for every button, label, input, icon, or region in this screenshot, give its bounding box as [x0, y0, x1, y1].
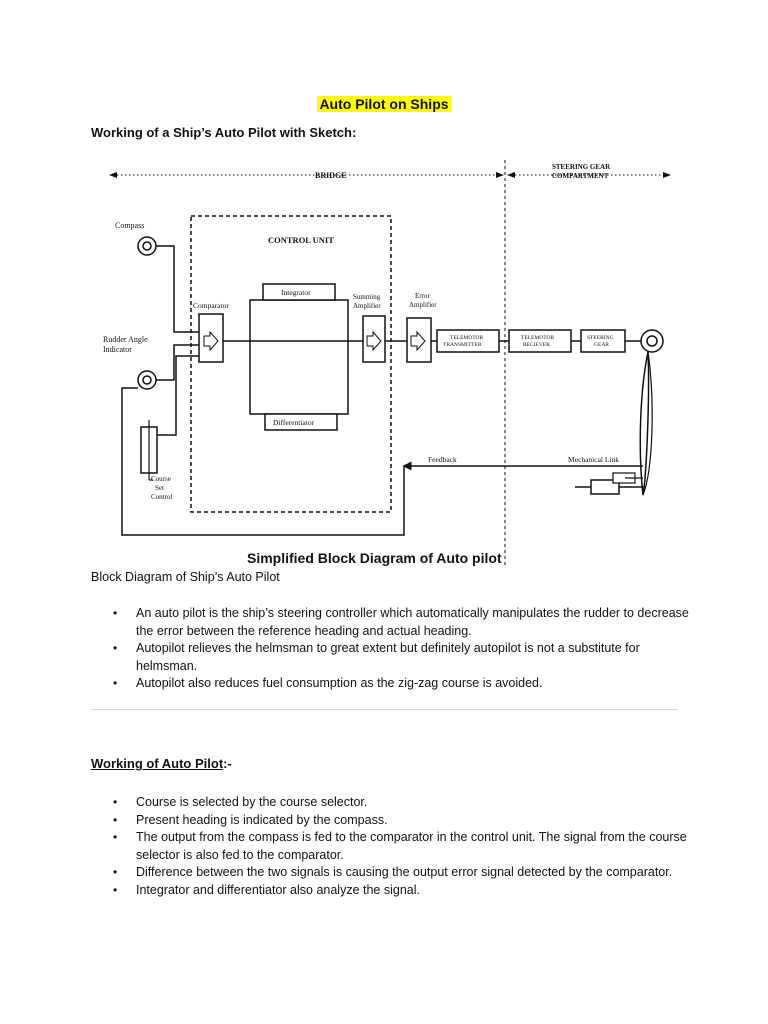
differentiator-block — [264, 413, 338, 431]
autopilot-block-diagram: BRIDGE STEERING GEAR COMPARTMENT CONTROL… — [103, 160, 671, 568]
working-section-heading: Working of Auto Pilot:- — [91, 756, 232, 771]
telemotor-receiver-label-2: RECIEVER — [523, 342, 550, 348]
working-bullet-4: Difference between the two signals is ca… — [91, 864, 691, 882]
telemotor-receiver-block — [508, 329, 572, 353]
error-amplifier-label-1: Error — [415, 292, 430, 300]
comparator-label: Comparator — [193, 301, 229, 310]
integrator-label: Integrator — [281, 288, 311, 297]
section-divider — [91, 709, 678, 710]
page-title-text: Auto Pilot on Ships — [317, 96, 451, 112]
telemotor-transmitter-label-1: TELEMOTOR — [450, 335, 484, 341]
bridge-label: BRIDGE — [315, 171, 347, 180]
error-amplifier-label-2: Amplifier — [409, 301, 437, 309]
intro-bullet-3: Autopilot also reduces fuel consumption … — [91, 675, 691, 693]
rudder-symbol — [639, 351, 653, 496]
page-title: Auto Pilot on Ships — [0, 94, 768, 114]
intro-bullet-list: An auto pilot is the ship’s steering con… — [91, 605, 691, 693]
mechanical-link-symbol — [575, 472, 645, 495]
steering-gear-label: STEERING GEAR — [552, 163, 611, 171]
intro-bullet-1: An auto pilot is the ship’s steering con… — [91, 605, 691, 640]
error-amplifier-block — [406, 317, 432, 363]
rudder-angle-indicator-symbol — [137, 370, 157, 390]
steering-compartment-dimension-line — [507, 172, 671, 178]
summing-amplifier-block — [362, 315, 386, 363]
working-bullet-1: Course is selected by the course selecto… — [91, 794, 691, 812]
course-set-control-symbol — [140, 420, 158, 481]
steering-gear-block — [580, 329, 626, 353]
parallel-paths — [249, 299, 349, 415]
compass-symbol — [137, 236, 157, 256]
comparator-block — [198, 313, 224, 363]
steering-gear-box-label-1: STEERING — [587, 335, 614, 341]
rudder-stock-symbol — [640, 329, 664, 353]
diagram-caption: Block Diagram of Ship’s Auto Pilot — [91, 570, 280, 584]
course-set-label-2: Set — [155, 484, 164, 492]
working-bullet-5: Integrator and differentiator also analy… — [91, 882, 691, 900]
integrator-block — [262, 283, 336, 301]
control-unit-label: CONTROL UNIT — [268, 235, 334, 245]
mechanical-link-label: Mechanical Link — [568, 455, 619, 464]
summing-amplifier-label-1: Summing — [353, 293, 381, 301]
compass-label: Compass — [115, 221, 144, 230]
telemotor-transmitter-label-2: TRANSMITTER — [443, 342, 482, 348]
feedback-label: Feedback — [428, 455, 457, 464]
input-connections — [156, 245, 199, 436]
telemotor-receiver-label-1: TELEMOTOR — [521, 335, 555, 341]
rudder-angle-label-2: Indicator — [103, 345, 132, 354]
working-bullet-list: Course is selected by the course selecto… — [91, 794, 691, 899]
course-set-label-1: Course — [151, 475, 171, 483]
bridge-dimension-line — [109, 172, 504, 178]
working-bullet-3: The output from the compass is fed to th… — [91, 829, 691, 864]
working-heading-suffix: :- — [223, 756, 232, 771]
compartment-label: COMPARTMENT — [552, 172, 609, 180]
feedback-line — [121, 387, 643, 536]
working-heading-text: Working of Auto Pilot — [91, 756, 224, 771]
summing-amplifier-label-2: Amplifier — [353, 302, 381, 310]
steering-gear-box-label-2: GEAR — [594, 342, 609, 348]
diagram-title: Simplified Block Diagram of Auto pilot — [247, 550, 502, 566]
sketch-subheading: Working of a Ship’s Auto Pilot with Sket… — [91, 125, 357, 140]
differentiator-label: Differentiator — [273, 418, 315, 427]
working-bullet-2: Present heading is indicated by the comp… — [91, 812, 691, 830]
control-unit-box — [190, 215, 392, 513]
telemotor-transmitter-block — [436, 329, 500, 353]
course-set-label-3: Control — [151, 493, 172, 501]
rudder-angle-label-1: Rudder Angle — [103, 335, 148, 344]
intro-bullet-2: Autopilot relieves the helmsman to great… — [91, 640, 691, 675]
